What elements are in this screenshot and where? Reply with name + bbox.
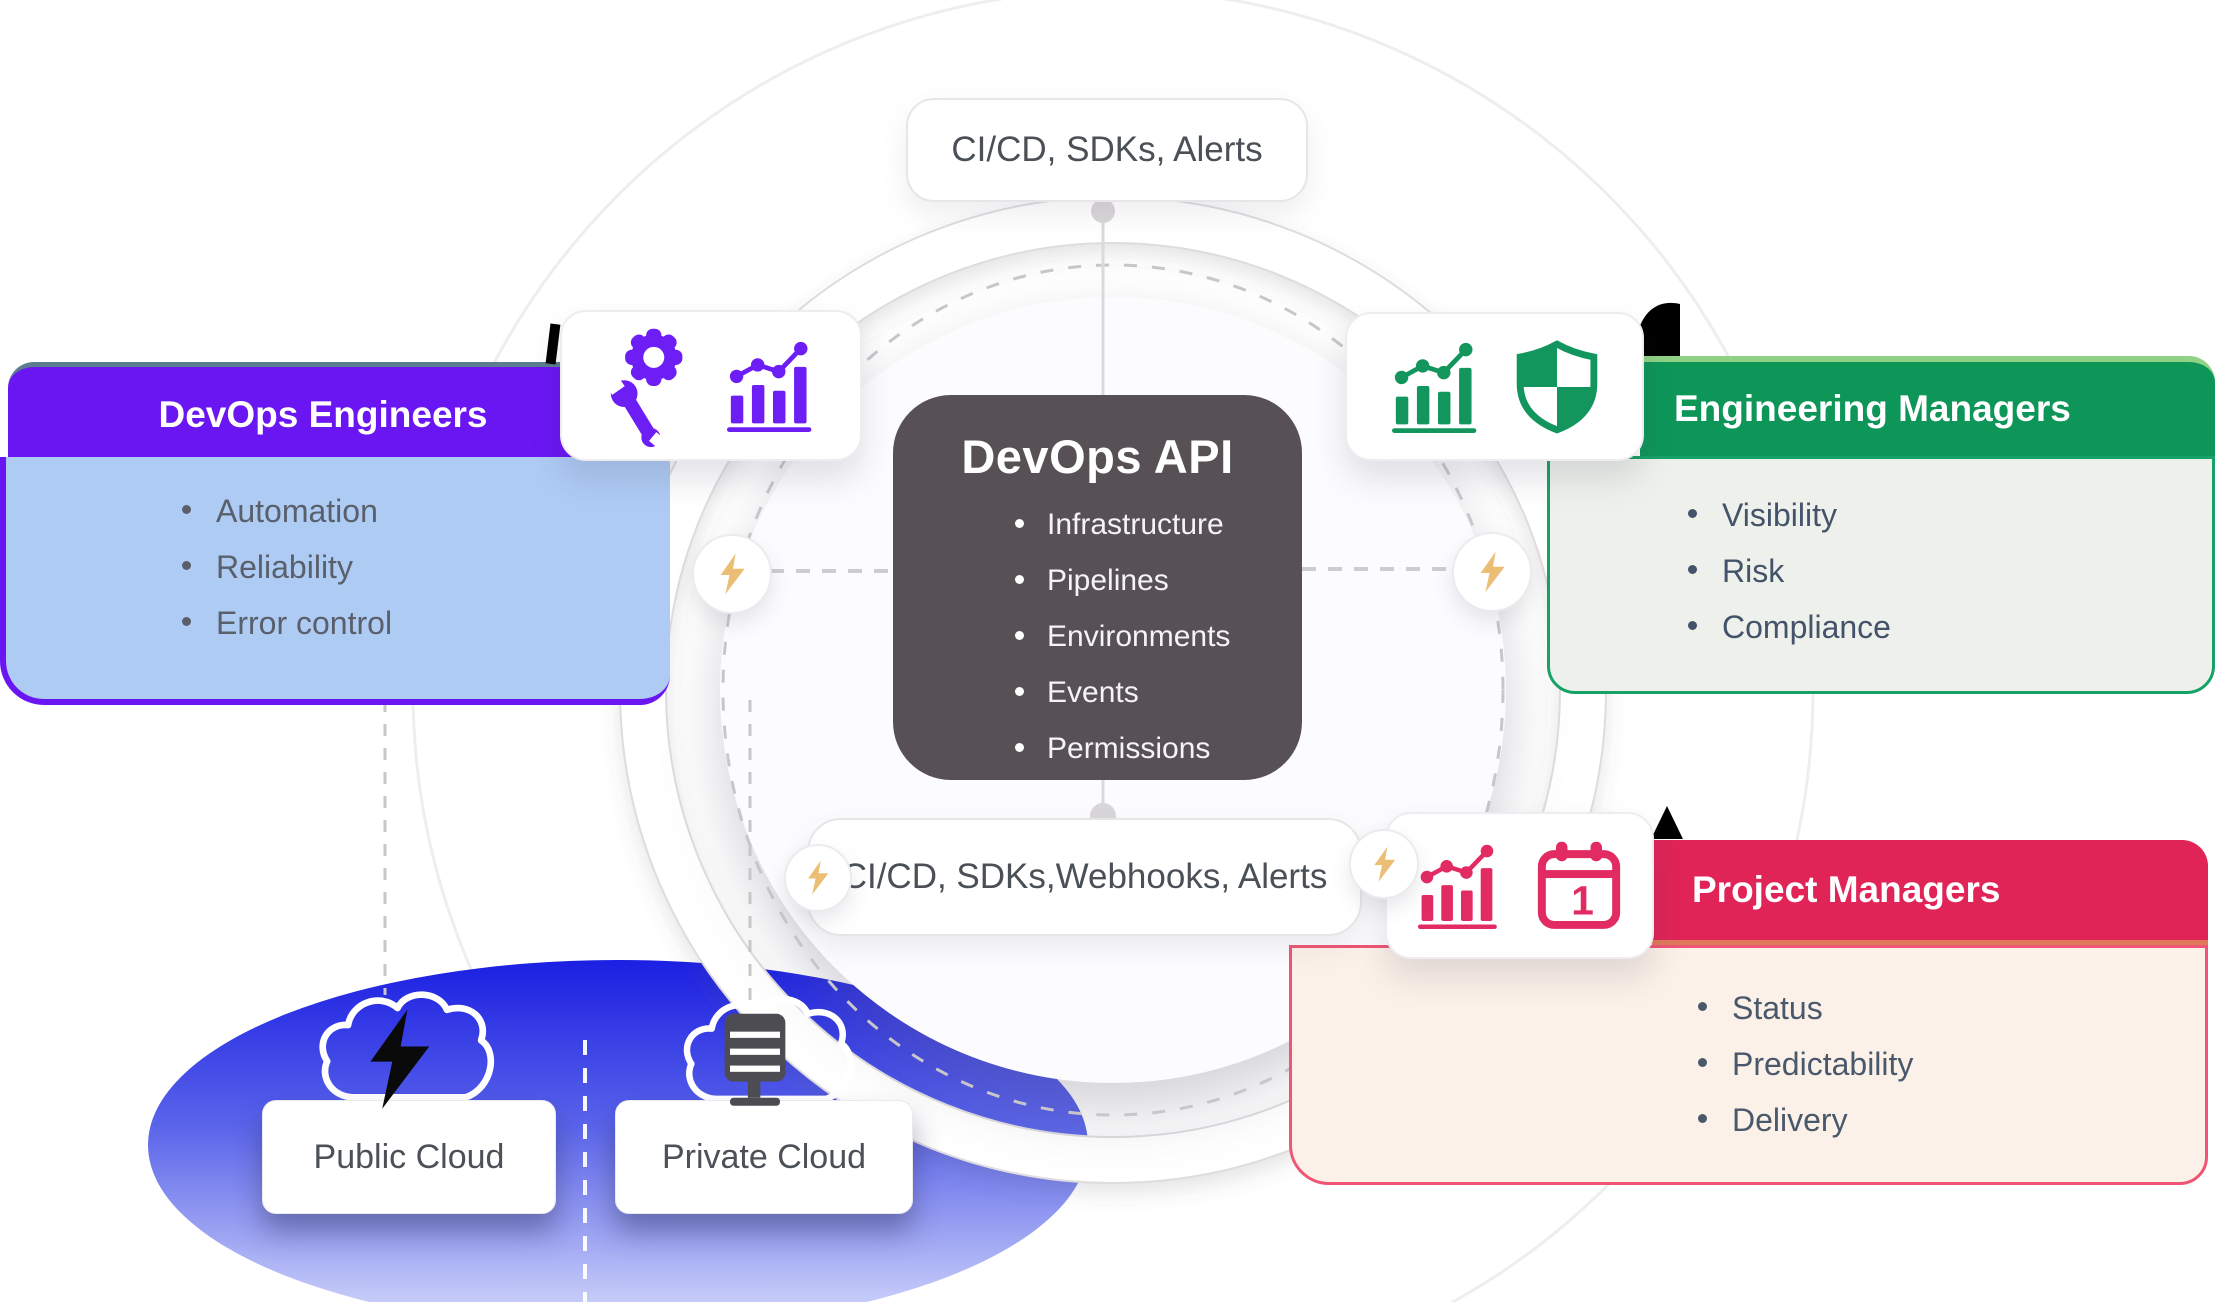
lightning-icon — [1480, 551, 1505, 592]
icon-card-engineering — [1345, 312, 1644, 461]
lightning-connector-pill-right — [1349, 829, 1419, 899]
list-item: Risk — [1680, 553, 2212, 590]
list-item: Visibility — [1680, 497, 2212, 534]
label-text: Private Cloud — [661, 1137, 867, 1176]
lightning-icon — [808, 860, 829, 895]
icon-card-devops — [560, 310, 862, 461]
label-text: Public Cloud — [313, 1137, 505, 1176]
cloud-icon — [319, 991, 495, 1101]
pill-label: CI/CD, SDKs, Alerts — [951, 130, 1263, 169]
lightning-connector-left — [692, 534, 772, 614]
card-devops-engineers-body: Automation Reliability Error control — [0, 457, 670, 705]
public-cloud-label: Public Cloud — [262, 1100, 556, 1214]
benefit-list: Status Predictability Delivery — [1292, 948, 2205, 1139]
server-icon — [724, 1013, 786, 1106]
lightning-icon — [1373, 846, 1395, 882]
card-title: DevOps Engineers — [158, 393, 488, 435]
calendar-digit: 1 — [1571, 877, 1594, 923]
card-project-managers-body: Status Predictability Delivery — [1289, 945, 2208, 1185]
devops-api-box: DevOps API Infrastructure Pipelines Envi… — [893, 395, 1302, 780]
card-devops-engineers-header: DevOps Engineers — [8, 362, 638, 462]
cloud-icon — [683, 995, 854, 1103]
dashed-circle — [721, 263, 1505, 1117]
gear-wrench-icon — [604, 328, 683, 449]
lightning-icon — [370, 1009, 430, 1109]
lightning-connector-right — [1452, 532, 1532, 612]
list-item: Automation — [174, 493, 670, 530]
list-item: Compliance — [1680, 609, 2212, 646]
list-item: Events — [1011, 676, 1302, 710]
api-feature-list: Infrastructure Pipelines Environments Ev… — [893, 508, 1302, 766]
lightning-connector-pill-left — [784, 844, 852, 912]
bar-chart-trend-icon — [727, 341, 812, 432]
benefit-list: Visibility Risk Compliance — [1550, 459, 2212, 646]
top-capabilities-pill: CI/CD, SDKs, Alerts — [906, 98, 1308, 202]
top-connector-dot — [1091, 199, 1115, 223]
list-item: Delivery — [1690, 1102, 2205, 1139]
list-item: Permissions — [1011, 732, 1302, 766]
pill-label: CI/CD, SDKs,Webhooks, Alerts — [841, 857, 1328, 896]
bottom-capabilities-pill: CI/CD, SDKs,Webhooks, Alerts — [807, 818, 1362, 936]
devops-api-title: DevOps API — [961, 430, 1234, 483]
list-item: Pipelines — [1011, 564, 1302, 598]
benefit-list: Automation Reliability Error control — [6, 457, 670, 642]
arrow-decoration — [1634, 302, 1680, 356]
card-title: Engineering Managers — [1674, 388, 2071, 429]
card-project-managers-header: Project Managers — [1652, 840, 2208, 945]
card-title: Project Managers — [1692, 869, 2001, 910]
list-item: Predictability — [1690, 1046, 2205, 1083]
bar-chart-trend-icon — [1391, 342, 1476, 433]
card-engineering-managers-header: Engineering Managers — [1640, 356, 2215, 456]
card-engineering-managers-body: Visibility Risk Compliance — [1547, 456, 2215, 694]
arrow-decoration — [1651, 806, 1683, 839]
list-item: Infrastructure — [1011, 508, 1302, 542]
private-cloud-label: Private Cloud — [615, 1100, 913, 1214]
icon-card-project: 1 — [1385, 812, 1654, 959]
list-item: Reliability — [174, 549, 670, 586]
calendar-icon: 1 — [1537, 841, 1620, 929]
shield-icon — [1516, 339, 1597, 434]
bar-chart-trend-icon — [1417, 844, 1497, 929]
list-item: Environments — [1011, 620, 1302, 654]
lightning-icon — [720, 553, 745, 594]
list-item: Error control — [174, 605, 670, 642]
list-item: Status — [1690, 990, 2205, 1027]
